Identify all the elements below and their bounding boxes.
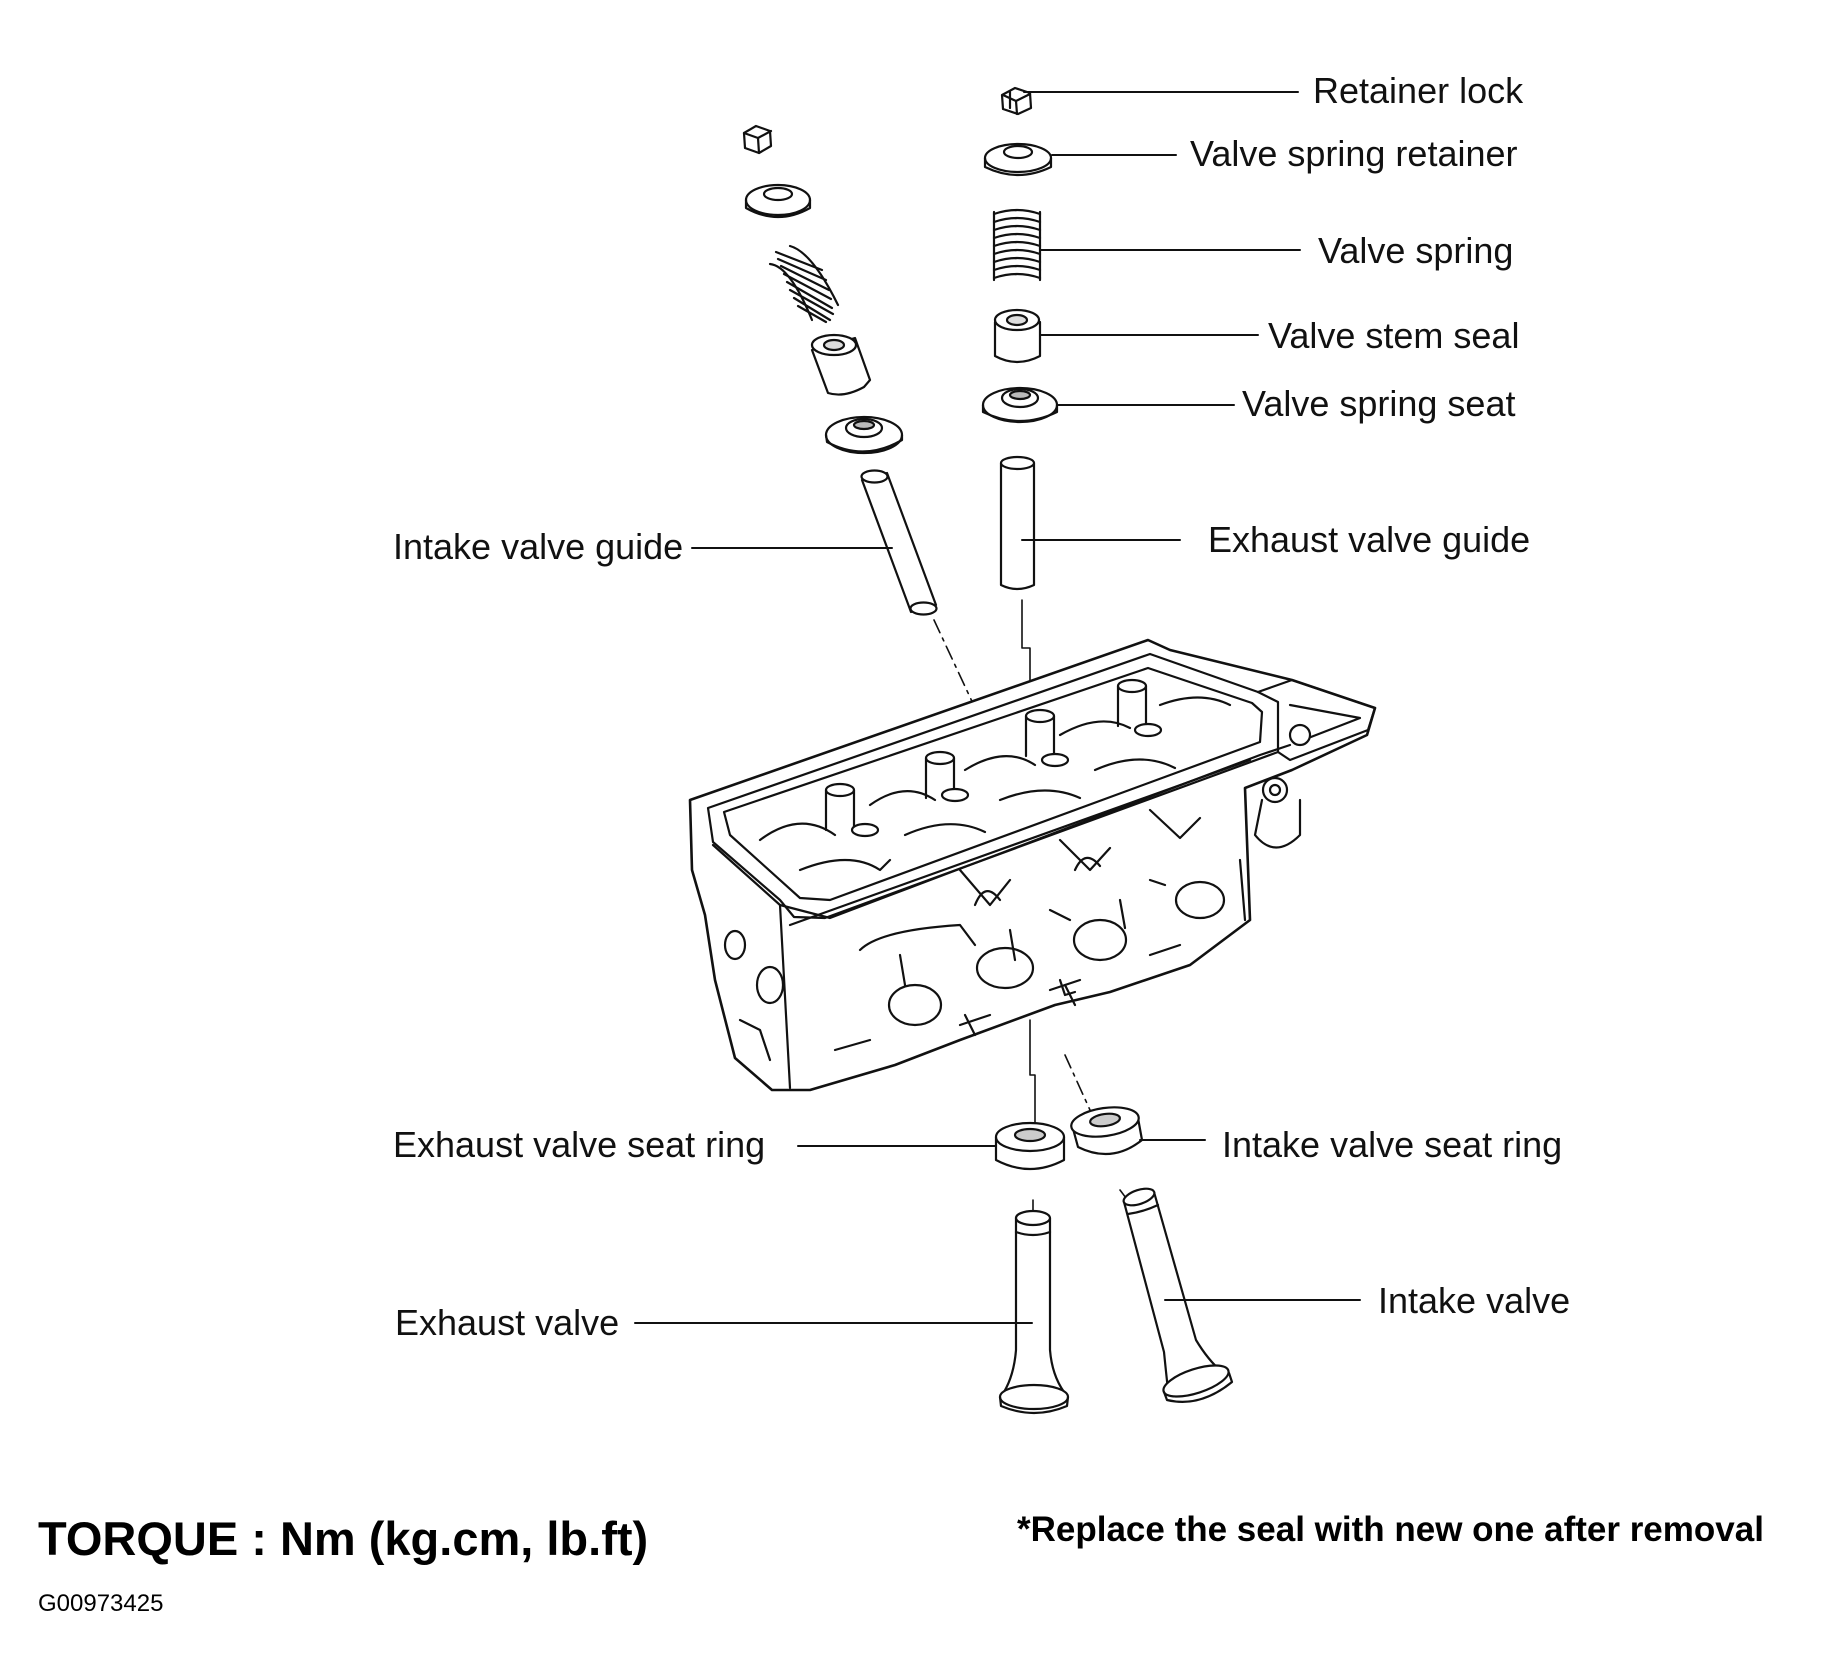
- exhaust-valve-stem-seal: [995, 310, 1040, 362]
- label-exhaust-valve: Exhaust valve: [395, 1302, 620, 1343]
- exhaust-valve: [1000, 1211, 1068, 1413]
- label-valve-spring: Valve spring: [1318, 230, 1514, 271]
- exhaust-valve-spring-seat: [983, 388, 1057, 422]
- leader-lines: [635, 92, 1360, 1323]
- cylinder-head: [690, 640, 1375, 1090]
- label-retainer-lock: Retainer lock: [1313, 70, 1524, 111]
- intake-valve-stem-seal: [812, 335, 870, 395]
- exhaust-valve-spring: [994, 210, 1040, 282]
- intake-valve-guide: [862, 471, 937, 615]
- exhaust-retainer-lock: [1002, 88, 1031, 114]
- torque-units-caption: TORQUE : Nm (kg.cm, lb.ft): [38, 1512, 649, 1565]
- label-exhaust-valve-seat-ring: Exhaust valve seat ring: [393, 1124, 766, 1165]
- figure-id: G00973425: [38, 1590, 164, 1617]
- seal-replacement-note: *Replace the seal with new one after rem…: [1017, 1510, 1764, 1549]
- intake-retainer-lock: [744, 126, 771, 153]
- exhaust-valve-spring-retainer: [985, 144, 1051, 175]
- intake-valve-seat-ring: [1069, 1103, 1142, 1154]
- label-valve-spring-seat: Valve spring seat: [1242, 383, 1516, 424]
- intake-valve-spring: [768, 246, 838, 322]
- label-valve-spring-retainer: Valve spring retainer: [1190, 133, 1518, 174]
- label-exhaust-valve-guide: Exhaust valve guide: [1208, 519, 1531, 560]
- label-valve-stem-seal: Valve stem seal: [1268, 315, 1520, 356]
- label-intake-valve: Intake valve: [1378, 1280, 1571, 1321]
- intake-valve-spring-seat: [826, 417, 902, 453]
- intake-valve-spring-retainer: [746, 185, 810, 217]
- exhaust-valve-seat-ring: [996, 1123, 1064, 1169]
- exhaust-valve-guide: [1001, 457, 1034, 589]
- label-intake-valve-guide: Intake valve guide: [393, 526, 684, 567]
- intake-valve: [1122, 1185, 1232, 1403]
- label-intake-valve-seat-ring: Intake valve seat ring: [1222, 1124, 1563, 1165]
